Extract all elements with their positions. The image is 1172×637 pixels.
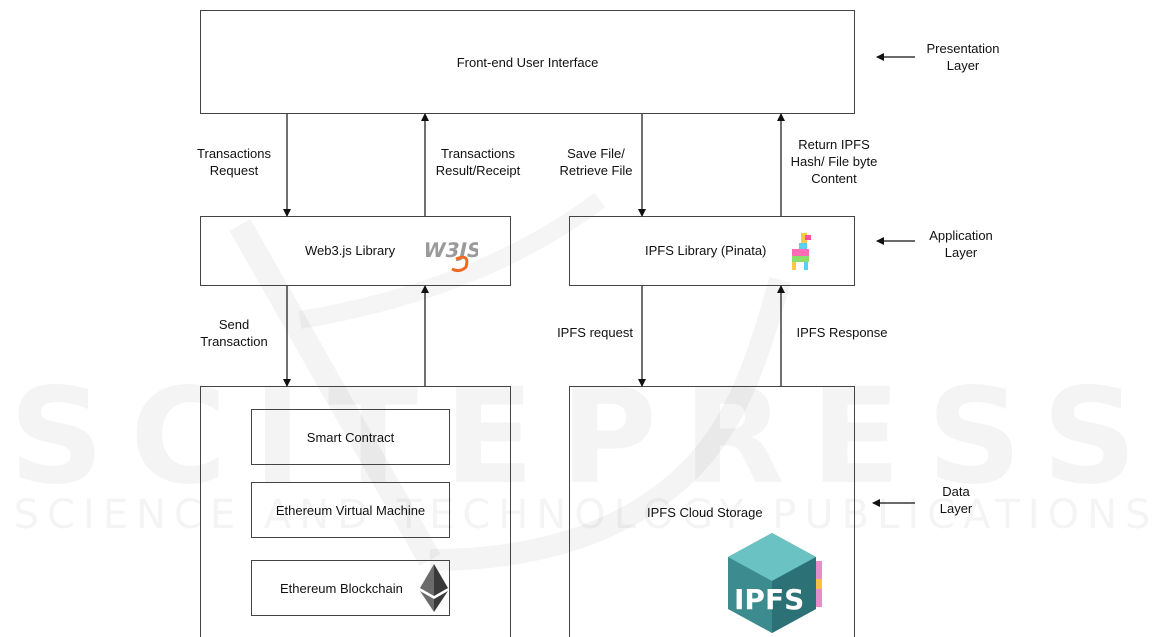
- smart-contract-box: Smart Contract: [251, 409, 450, 465]
- ipfs-library-label: IPFS Library (Pinata): [645, 243, 767, 258]
- label-tx-request: Transactions Request: [190, 145, 278, 179]
- pinata-llama-icon: [792, 233, 811, 270]
- label-send-tx-text: Send Transaction: [200, 317, 268, 349]
- smart-contract-label: Smart Contract: [306, 429, 395, 445]
- data-layer-text: Data Layer: [939, 484, 973, 516]
- label-ipfs-response: IPFS Response: [788, 324, 896, 341]
- web3js-logo-icon: W3JS: [426, 238, 478, 273]
- evm-label: Ethereum Virtual Machine: [275, 502, 426, 518]
- label-send-tx: Send Transaction: [190, 316, 278, 350]
- ethereum-diamond-icon: [420, 564, 448, 612]
- application-layer-label: Application Layer: [918, 227, 1004, 261]
- label-ipfs-response-text: IPFS Response: [796, 325, 888, 340]
- presentation-layer-text: Presentation Layer: [926, 41, 1000, 73]
- frontend-label: Front-end User Interface: [456, 54, 599, 70]
- label-tx-result: Transactions Result/Receipt: [430, 145, 526, 179]
- ipfs-storage-label: IPFS Cloud Storage: [647, 505, 763, 520]
- watermark-title: SCITEPRESS: [0, 360, 1172, 514]
- ipfs-library-box: IPFS Library (Pinata): [569, 216, 855, 286]
- label-ipfs-request-text: IPFS request: [557, 325, 633, 340]
- ipfs-storage-box: IPFS Cloud Storage IPFS: [569, 386, 855, 637]
- presentation-layer-label: Presentation Layer: [917, 40, 1009, 74]
- label-return-ipfs-text: Return IPFS Hash/ File byte Content: [790, 137, 878, 186]
- web3-library-box: Web3.js Library W3JS: [200, 216, 511, 286]
- label-tx-result-text: Transactions Result/Receipt: [435, 146, 521, 178]
- evm-box: Ethereum Virtual Machine: [251, 482, 450, 538]
- label-save-file: Save File/ Retrieve File: [553, 145, 639, 179]
- ipfs-cube-icon: IPFS: [728, 533, 822, 633]
- data-layer-label: Data Layer: [926, 483, 986, 517]
- web3-library-label: Web3.js Library: [305, 243, 396, 258]
- ethereum-container-box: [200, 386, 511, 637]
- ipfs-logo-text: IPFS: [734, 583, 804, 616]
- label-save-file-text: Save File/ Retrieve File: [559, 146, 633, 178]
- ethereum-blockchain-label: Ethereum Blockchain: [280, 581, 403, 596]
- label-ipfs-request: IPFS request: [549, 324, 641, 341]
- watermark-subtitle: SCIENCE AND TECHNOLOGY PUBLICATIONS: [0, 492, 1172, 538]
- ethereum-blockchain-box: Ethereum Blockchain: [251, 560, 450, 616]
- label-return-ipfs: Return IPFS Hash/ File byte Content: [786, 136, 882, 187]
- label-tx-request-text: Transactions Request: [197, 146, 271, 178]
- frontend-box: Front-end User Interface: [200, 10, 855, 114]
- web3js-logo-text: W3JS: [426, 238, 478, 262]
- application-layer-text: Application Layer: [929, 228, 993, 260]
